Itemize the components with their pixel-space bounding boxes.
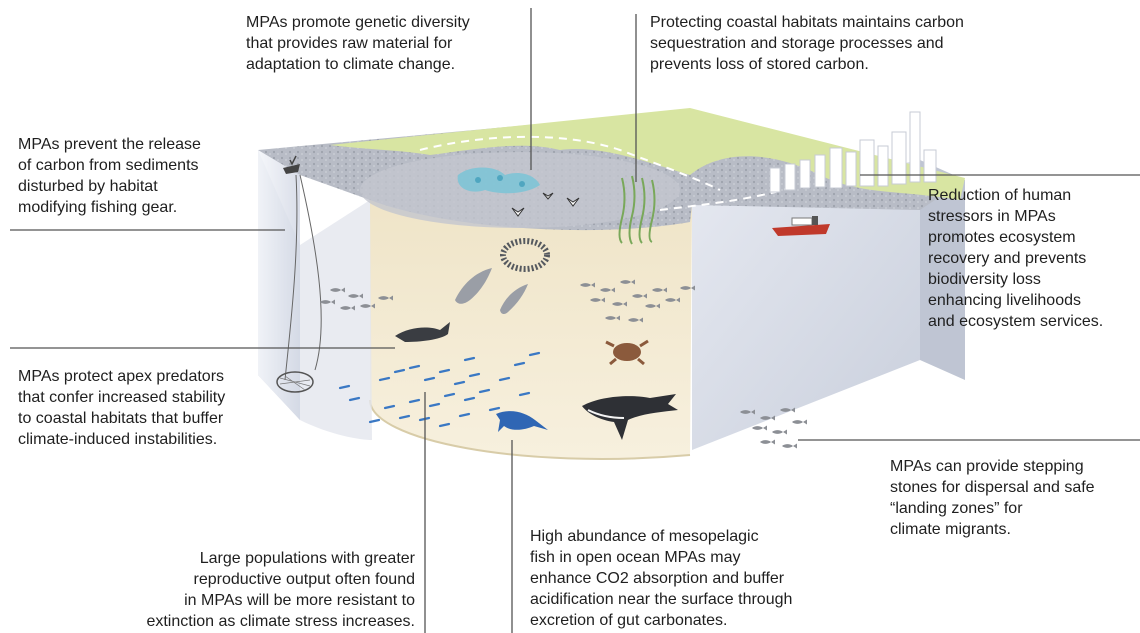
note-sediment-carbon: MPAs prevent the release of carbon from … <box>18 134 201 218</box>
note-human-stressors: Reduction of human stressors in MPAs pro… <box>928 185 1103 332</box>
note-apex-predators: MPAs protect apex predators that confer … <box>18 366 225 450</box>
note-mesopelagic: High abundance of mesopelagic fish in op… <box>530 526 792 631</box>
note-genetic-diversity: MPAs promote genetic diversity that prov… <box>246 12 470 75</box>
note-large-populations: Large populations with greater reproduct… <box>55 548 415 632</box>
note-stepping-stones: MPAs can provide stepping stones for dis… <box>890 456 1095 540</box>
note-coastal-carbon: Protecting coastal habitats maintains ca… <box>650 12 964 75</box>
